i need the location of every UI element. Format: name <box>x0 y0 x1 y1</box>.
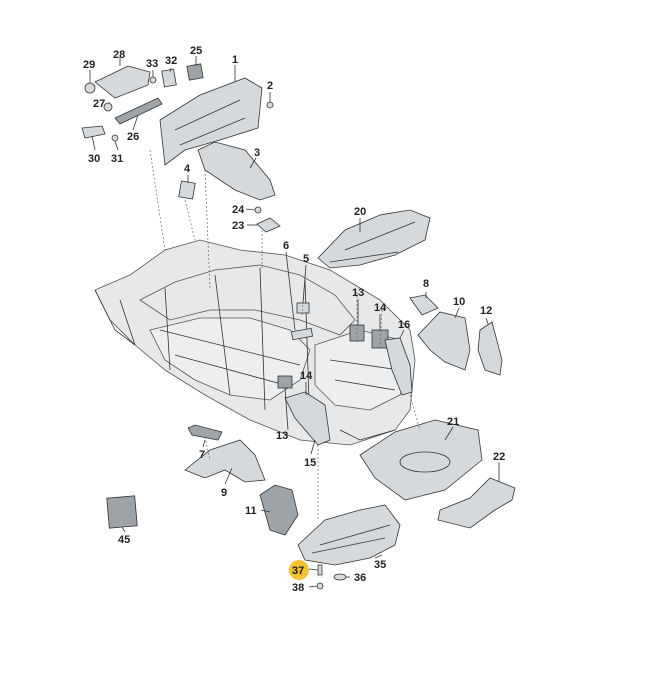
callout-4: 4 <box>184 163 191 175</box>
part-10-wheelhouse-liner <box>417 311 471 371</box>
callout-9: 9 <box>221 487 227 499</box>
callout-14a: 14 <box>374 302 387 314</box>
part-21-trunk-floor <box>359 419 483 501</box>
part-26-strip <box>114 97 163 125</box>
part-9-wheelhouse-liner <box>184 439 266 483</box>
callout-23: 23 <box>232 220 244 232</box>
callout-labels: 1 2 3 4 5 6 7 8 9 10 11 12 13 13 14 14 1… <box>83 45 505 594</box>
callout-2: 2 <box>267 80 273 92</box>
part-6-pad <box>290 327 314 341</box>
part-32-pad <box>161 68 177 88</box>
callout-8: 8 <box>423 278 429 290</box>
part-14b-panel <box>284 391 331 446</box>
callout-32: 32 <box>165 55 177 67</box>
callout-35: 35 <box>374 559 386 571</box>
part-37-bolt <box>317 564 323 576</box>
callout-15: 15 <box>304 457 316 469</box>
callout-29: 29 <box>83 59 95 71</box>
callout-25: 25 <box>190 45 202 57</box>
callout-5: 5 <box>303 253 309 265</box>
part-3-tunnel-insulation <box>197 141 276 201</box>
part-36-nut <box>333 573 347 581</box>
callout-14b: 14 <box>300 370 313 382</box>
part-14a-pad <box>371 329 389 349</box>
part-13b-pad <box>277 375 293 389</box>
callout-13a: 13 <box>352 287 364 299</box>
car-body-shell <box>94 239 416 446</box>
part-31-clip <box>111 134 119 142</box>
part-28-insulation <box>94 65 151 99</box>
callout-1: 1 <box>232 54 238 66</box>
part-8-bracket <box>409 294 439 316</box>
part-2-clip <box>266 101 274 109</box>
callout-7: 7 <box>199 449 205 461</box>
callout-6: 6 <box>283 240 289 252</box>
part-20-parcel-shelf <box>317 209 431 269</box>
part-24-clip <box>254 206 262 214</box>
callout-31: 31 <box>111 153 123 165</box>
part-11-wheelhouse-liner <box>259 484 299 536</box>
part-25-pad <box>186 63 204 81</box>
part-38-screw <box>316 582 324 590</box>
part-22-trim <box>437 477 516 529</box>
leader-lines <box>89 56 500 588</box>
callout-36: 36 <box>354 572 366 584</box>
callout-27: 27 <box>93 98 105 110</box>
callout-26: 26 <box>127 131 139 143</box>
callout-24: 24 <box>232 204 245 216</box>
part-29-grommet <box>84 82 96 94</box>
callout-12: 12 <box>480 305 492 317</box>
part-45-pad <box>106 495 138 529</box>
part-5-pad <box>296 302 310 314</box>
callout-45: 45 <box>118 534 130 546</box>
callout-20: 20 <box>354 206 366 218</box>
callout-16: 16 <box>398 319 410 331</box>
part-1-dash-insulation <box>159 77 263 166</box>
part-35-underbody-cover <box>297 504 401 566</box>
callout-13b: 13 <box>276 430 288 442</box>
part-33-clip <box>149 76 157 84</box>
callout-38: 38 <box>292 582 304 594</box>
callout-33: 33 <box>146 58 158 70</box>
callout-22: 22 <box>493 451 505 463</box>
part-30-clip <box>81 125 106 139</box>
part-23-pad <box>256 217 281 233</box>
callout-28: 28 <box>113 49 125 61</box>
part-7-rail <box>187 424 223 441</box>
callout-21: 21 <box>447 416 459 428</box>
part-12-liner <box>477 321 503 376</box>
part-4-pad <box>178 180 196 200</box>
callout-30: 30 <box>88 153 100 165</box>
callout-11: 11 <box>245 505 257 517</box>
callout-3: 3 <box>254 147 260 159</box>
callout-10: 10 <box>453 296 465 308</box>
callout-37: 37 <box>292 565 304 577</box>
highlight-marker <box>289 560 309 580</box>
